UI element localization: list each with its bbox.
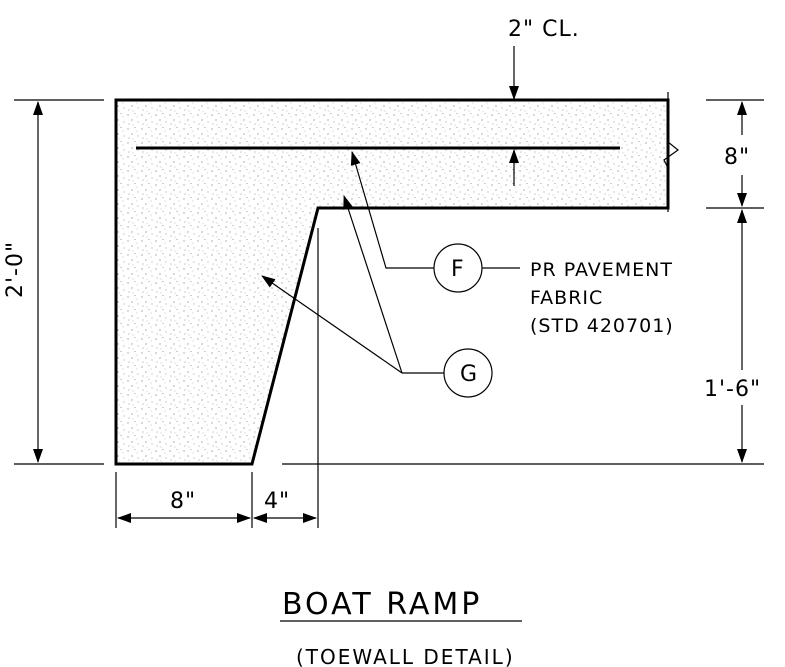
callout-g: G [261,195,493,398]
lower-height-label: 1'-6" [704,377,761,402]
break-line [663,92,679,212]
drawing-subtitle: (TOEWALL DETAIL) [296,645,515,667]
right-dimensions: 8" 1'-6" [282,99,764,465]
drawing-title: BOAT RAMP [282,587,482,622]
bottom-dimensions: 8" 4" [115,228,319,528]
callout-g-tag: G [460,362,478,387]
slab-thickness-label: 8" [724,145,750,170]
callout-f-note-line1: PR PAVEMENT [530,259,673,281]
callout-f-note-line2: FABRIC [530,287,603,309]
taper-width-label: 4" [264,489,290,514]
total-height-dimension: 2'-0" [3,99,104,465]
title-block: BOAT RAMP (TOEWALL DETAIL) [280,587,522,667]
concrete-section [114,98,670,466]
callout-f: F PR PAVEMENT FABRIC (STD 420701) [350,151,674,337]
callout-f-tag: F [451,257,465,282]
total-height-label: 2'-0" [3,241,28,298]
toe-width-label: 8" [170,489,196,514]
cover-dimension-label: 2" CL. [508,17,580,42]
cover-dimension: 2" CL. [508,17,580,186]
callout-f-note-line3: (STD 420701) [530,315,674,337]
